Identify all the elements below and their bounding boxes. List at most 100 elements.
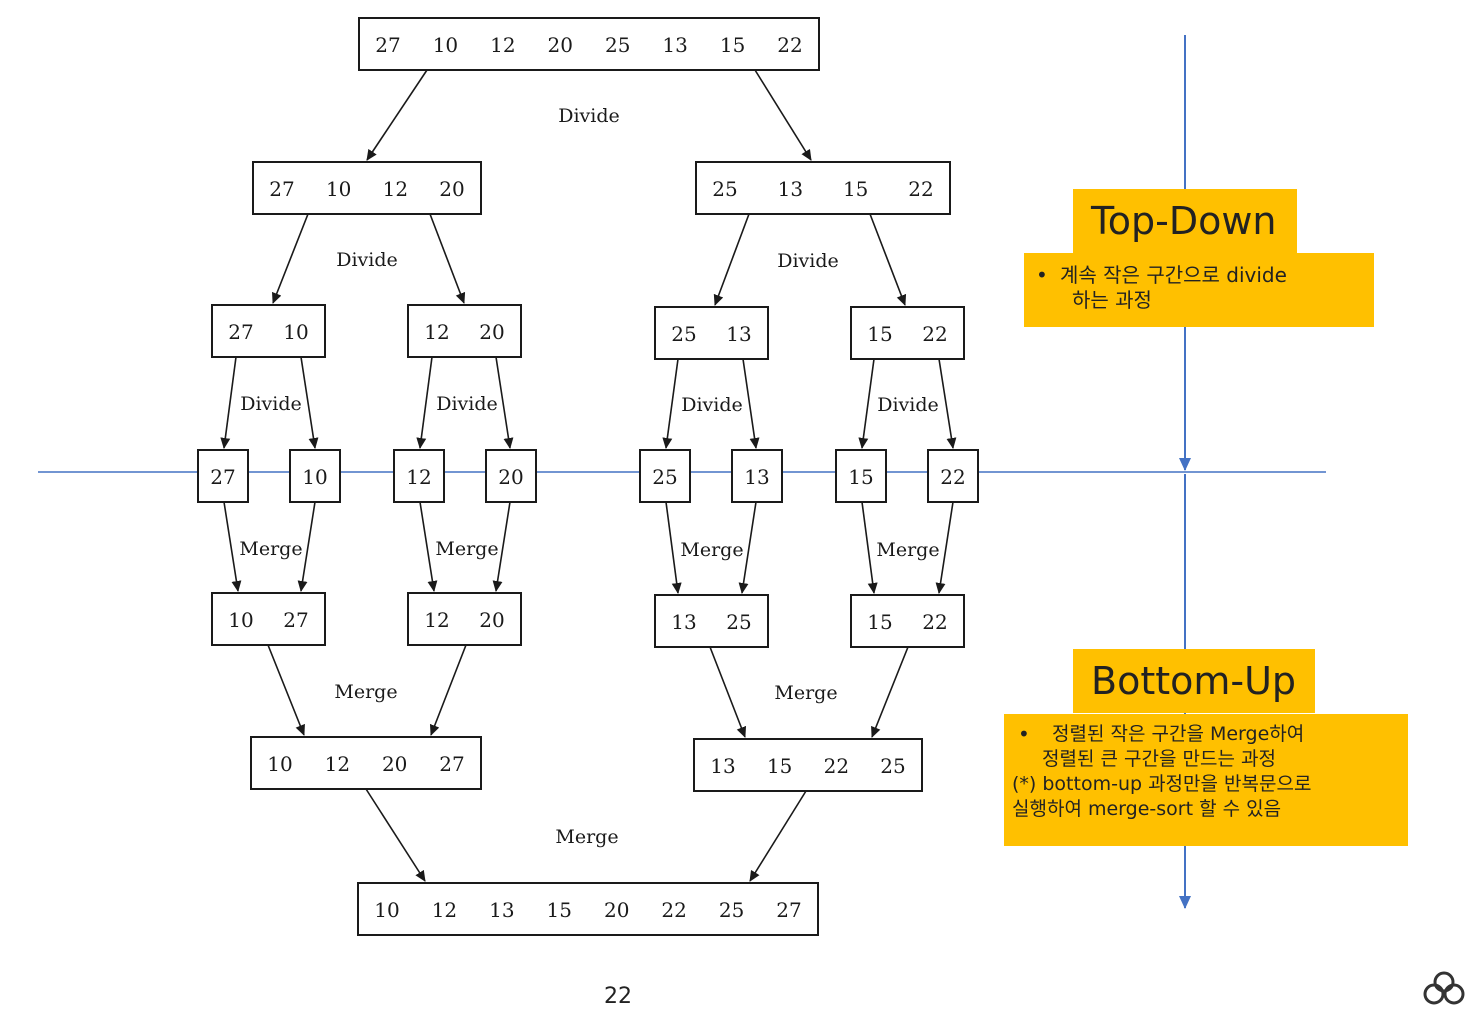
flow-arrow: [713, 213, 750, 306]
array-value: 20: [604, 898, 629, 922]
array-value: 25: [712, 177, 737, 201]
flow-arrow: [429, 644, 467, 736]
divide-label: Divide: [336, 249, 398, 271]
divide-label: Divide: [877, 394, 939, 416]
array-value: 22: [922, 322, 947, 346]
flow-arrow: [662, 358, 679, 449]
flow-arrow: [223, 501, 242, 592]
top-down-title: Top-Down: [1073, 189, 1297, 253]
array-value: 15: [867, 610, 892, 634]
flow-arrow: [429, 213, 466, 304]
array-box-border: [250, 736, 482, 790]
merge-label: Merge: [239, 538, 302, 560]
array-box-leaf_2: 10: [289, 449, 341, 503]
array-value: 12: [383, 177, 408, 201]
array-box-l1_left: 27 10 12 20: [252, 161, 482, 215]
array-value: 20: [498, 465, 523, 489]
array-value: 12: [490, 33, 515, 57]
flow-arrow: [869, 213, 907, 306]
array-box-border: [695, 161, 951, 215]
flow-arrow: [297, 501, 316, 592]
flow-arrow: [220, 356, 237, 449]
merge-label: Merge: [435, 538, 498, 560]
divide-label: Divide: [777, 250, 839, 272]
top-down-line1: 계속 작은 구간으로 divide: [1060, 263, 1287, 287]
array-value: 12: [424, 320, 449, 344]
array-box-border: [485, 449, 537, 503]
array-box-border: [654, 306, 769, 360]
array-value: 27: [439, 752, 464, 776]
array-box-leaf_3: 12: [393, 449, 445, 503]
array-box-border: [731, 449, 783, 503]
flow-arrow: [272, 213, 309, 304]
bottom-up-title: Bottom-Up: [1073, 649, 1315, 713]
array-box-border: [927, 449, 979, 503]
flow-arrow: [858, 358, 875, 449]
flow-arrow: [754, 69, 812, 161]
flow-arrow: [300, 356, 319, 449]
divide-label: Divide: [681, 394, 743, 416]
array-value: 22: [824, 754, 849, 778]
array-box-leaf_4: 20: [485, 449, 537, 503]
array-box-border: [835, 449, 887, 503]
array-value: 10: [326, 177, 351, 201]
array-value: 10: [267, 752, 292, 776]
array-value: 10: [228, 608, 253, 632]
merge-label: Merge: [680, 539, 743, 561]
array-value: 13: [662, 33, 687, 57]
array-value: 25: [671, 322, 696, 346]
array-value: 10: [283, 320, 308, 344]
array-value: 22: [922, 610, 947, 634]
flow-arrow: [738, 501, 757, 594]
array-box-border: [693, 738, 923, 792]
array-box-leaf_1: 27: [197, 449, 249, 503]
array-box-border: [211, 592, 326, 646]
array-value: 20: [382, 752, 407, 776]
array-box-border: [407, 304, 522, 358]
array-value: 25: [652, 465, 677, 489]
array-box-border: [357, 882, 819, 936]
bottom-up-line4: 실행하여 merge-sort 할 수 있음: [1012, 798, 1282, 820]
array-value: 13: [710, 754, 735, 778]
flow-arrow: [492, 501, 511, 592]
page-number: 22: [604, 984, 632, 1009]
array-value: 27: [776, 898, 801, 922]
array-value: 13: [744, 465, 769, 489]
array-value: 25: [605, 33, 630, 57]
array-box-border: [850, 306, 965, 360]
flow-arrow: [742, 358, 760, 449]
top-down-bullet: •: [1036, 263, 1048, 287]
array-box-leaf_7: 15: [835, 449, 887, 503]
array-box-border: [358, 17, 820, 71]
array-value: 15: [720, 33, 745, 57]
flow-arrow: [419, 501, 438, 592]
merge-label: Merge: [555, 826, 618, 848]
array-value: 20: [479, 608, 504, 632]
flow-arrow: [267, 644, 305, 736]
array-value: 22: [661, 898, 686, 922]
bottom-up-line3: (*) bottom-up 과정만을 반복문으로: [1012, 773, 1312, 795]
array-box-leaf_5: 25: [639, 449, 691, 503]
array-box-border: [211, 304, 326, 358]
array-value: 10: [433, 33, 458, 57]
top-down-line2: 하는 과정: [1072, 288, 1152, 312]
array-box-leaf_8: 22: [927, 449, 979, 503]
array-value: 10: [302, 465, 327, 489]
flow-arrow: [861, 501, 878, 594]
array-value: 25: [880, 754, 905, 778]
array-value: 20: [439, 177, 464, 201]
array-value: 20: [548, 33, 573, 57]
array-value: 27: [269, 177, 294, 201]
array-value: 13: [489, 898, 514, 922]
flow-arrow: [366, 69, 428, 161]
